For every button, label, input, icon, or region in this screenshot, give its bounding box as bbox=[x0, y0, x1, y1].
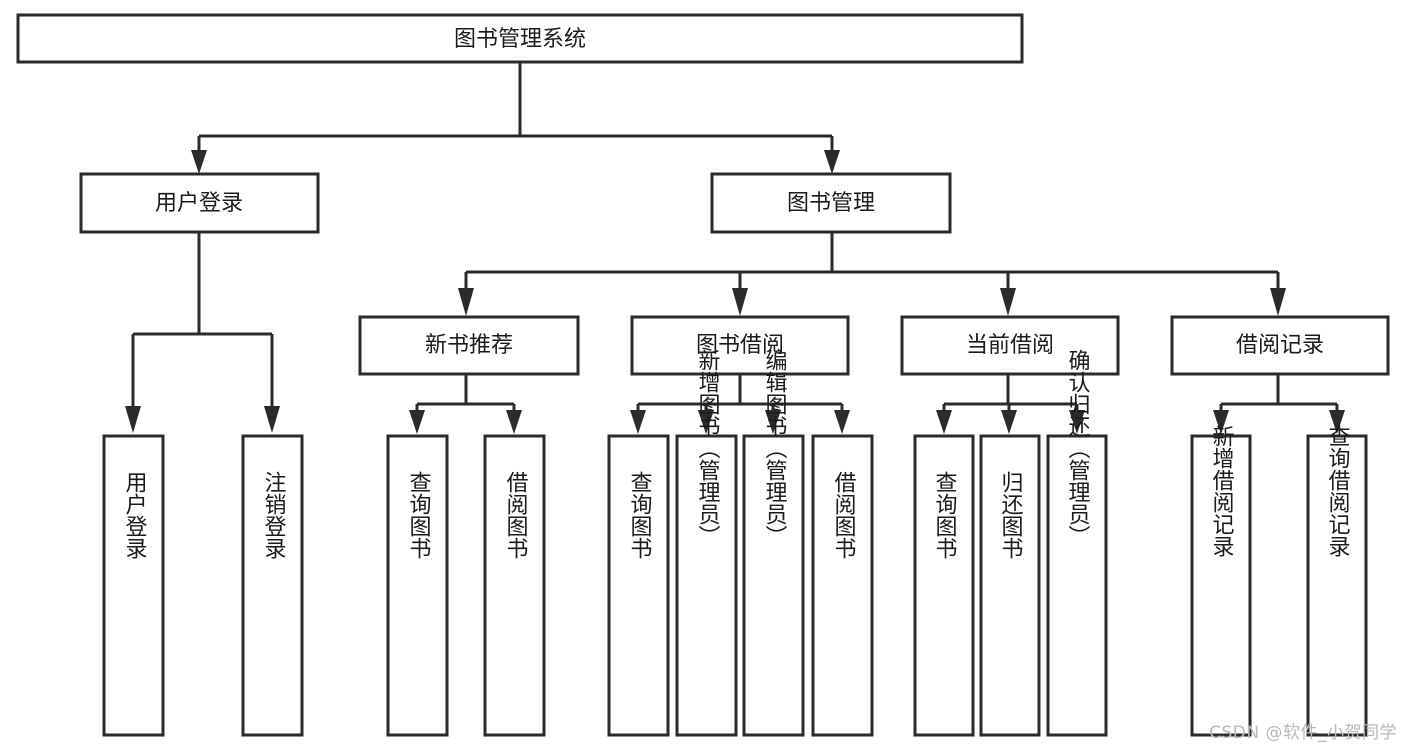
arrow-head-icon bbox=[1329, 410, 1345, 434]
connector-group-user-login bbox=[125, 232, 280, 433]
node-root-system[interactable]: 图书管理系统 bbox=[16, 13, 1024, 64]
leaf-node[interactable]: 借阅图书 bbox=[483, 434, 546, 737]
node-book-borrow[interactable]: 图书借阅 bbox=[630, 315, 850, 376]
connector-group-current-borrow bbox=[936, 374, 1085, 434]
leaf-current-return-label: 归还图书 bbox=[998, 471, 1024, 559]
node-new-book-recommend[interactable]: 新书推荐 bbox=[358, 315, 580, 376]
leaf-borrow-edit-box bbox=[742, 434, 805, 737]
leaf-node[interactable]: 查询图书 bbox=[607, 434, 670, 737]
leaf-logout-label: 注销登录 bbox=[261, 471, 287, 559]
leaf-record-add-box bbox=[1190, 434, 1252, 737]
leaf-borrow-add-label: 新增图书（管理员） bbox=[695, 349, 721, 547]
leaf-node[interactable]: 新增图书（管理员） bbox=[675, 349, 738, 737]
leaf-borrow-book-box bbox=[811, 434, 874, 737]
leaf-newbook-borrow-box bbox=[483, 434, 546, 737]
node-user-login-box bbox=[79, 172, 320, 234]
arrow-head-icon bbox=[506, 410, 522, 434]
leaf-user-login-box bbox=[102, 434, 165, 737]
leaf-current-query-box bbox=[913, 434, 975, 737]
arrow-head-icon bbox=[936, 410, 952, 434]
arrow-head-icon bbox=[834, 410, 850, 434]
node-user-login-label: 用户登录 bbox=[155, 191, 243, 216]
leaf-node[interactable]: 编辑图书（管理员） bbox=[742, 349, 805, 737]
connector-group-root bbox=[191, 62, 840, 174]
arrow-head-icon bbox=[191, 150, 207, 174]
arrow-head-icon bbox=[630, 410, 646, 434]
leaf-node[interactable]: 查询图书 bbox=[386, 434, 449, 737]
connector-group-book-management bbox=[458, 232, 1286, 316]
leaf-current-query-label: 查询图书 bbox=[932, 471, 958, 559]
node-current-borrow-box bbox=[900, 315, 1120, 376]
leaf-borrow-query-box bbox=[607, 434, 670, 737]
connector-group-borrow-record bbox=[1213, 374, 1345, 434]
node-borrow-record[interactable]: 借阅记录 bbox=[1170, 315, 1390, 376]
node-new-book-recommend-box bbox=[358, 315, 580, 376]
leaf-record-query-box bbox=[1306, 434, 1368, 737]
connector-group-new-book-recommend bbox=[409, 374, 522, 434]
arrow-head-icon bbox=[1213, 410, 1229, 434]
leaf-node[interactable]: 注销登录 bbox=[241, 434, 304, 737]
leaf-newbook-query-box bbox=[386, 434, 449, 737]
arrow-head-icon bbox=[264, 406, 280, 433]
leaf-current-confirm-label: 确认归还（管理员） bbox=[1065, 349, 1091, 547]
arrow-head-icon bbox=[732, 288, 748, 316]
connector-group-book-borrow bbox=[630, 374, 850, 434]
node-root-box bbox=[16, 13, 1024, 64]
arrow-head-icon bbox=[1001, 410, 1017, 434]
leaf-node[interactable]: 查询借阅记录 bbox=[1306, 425, 1368, 737]
leaf-record-query-label: 查询借阅记录 bbox=[1325, 425, 1351, 557]
leaf-node[interactable]: 确认归还（管理员） bbox=[1046, 349, 1108, 737]
node-borrow-record-label: 借阅记录 bbox=[1236, 333, 1324, 358]
leaf-borrow-query-label: 查询图书 bbox=[627, 471, 653, 559]
node-book-management-box bbox=[710, 172, 952, 234]
leaf-borrow-book-label: 借阅图书 bbox=[831, 471, 857, 559]
leaf-record-add-label: 新增借阅记录 bbox=[1209, 425, 1235, 557]
node-current-borrow[interactable]: 当前借阅 bbox=[900, 315, 1120, 376]
node-book-management-label: 图书管理 bbox=[787, 191, 875, 216]
node-book-management[interactable]: 图书管理 bbox=[710, 172, 952, 234]
node-root-label: 图书管理系统 bbox=[454, 27, 586, 52]
leaf-current-confirm-box bbox=[1046, 434, 1108, 737]
node-book-borrow-label: 图书借阅 bbox=[696, 333, 784, 358]
arrow-head-icon bbox=[409, 410, 425, 434]
arrow-head-icon bbox=[125, 406, 141, 433]
leaf-node[interactable]: 归还图书 bbox=[979, 434, 1041, 737]
arrow-head-icon bbox=[765, 410, 781, 434]
arrow-head-icon bbox=[698, 410, 714, 434]
leaf-borrow-add-box bbox=[675, 434, 738, 737]
arrow-head-icon bbox=[458, 288, 474, 316]
leaf-newbook-borrow-label: 借阅图书 bbox=[503, 471, 529, 559]
leaf-current-return-box bbox=[979, 434, 1041, 737]
leaf-node[interactable]: 查询图书 bbox=[913, 434, 975, 737]
leaf-user-login-label: 用户登录 bbox=[122, 471, 148, 559]
node-user-login[interactable]: 用户登录 bbox=[79, 172, 320, 234]
arrow-head-icon bbox=[1000, 288, 1016, 316]
leaf-newbook-query-label: 查询图书 bbox=[406, 471, 432, 559]
leaf-node[interactable]: 用户登录 bbox=[102, 434, 165, 737]
node-new-book-recommend-label: 新书推荐 bbox=[425, 333, 513, 358]
node-book-borrow-box bbox=[630, 315, 850, 376]
arrow-head-icon bbox=[1270, 288, 1286, 316]
node-borrow-record-box bbox=[1170, 315, 1390, 376]
leaf-node[interactable]: 借阅图书 bbox=[811, 434, 874, 737]
leaf-node[interactable]: 新增借阅记录 bbox=[1190, 425, 1252, 737]
arrow-head-icon bbox=[824, 150, 840, 174]
arrow-head-icon bbox=[1069, 410, 1085, 434]
leaf-logout-box bbox=[241, 434, 304, 737]
leaf-borrow-edit-label: 编辑图书（管理员） bbox=[762, 349, 788, 547]
node-current-borrow-label: 当前借阅 bbox=[966, 333, 1054, 358]
